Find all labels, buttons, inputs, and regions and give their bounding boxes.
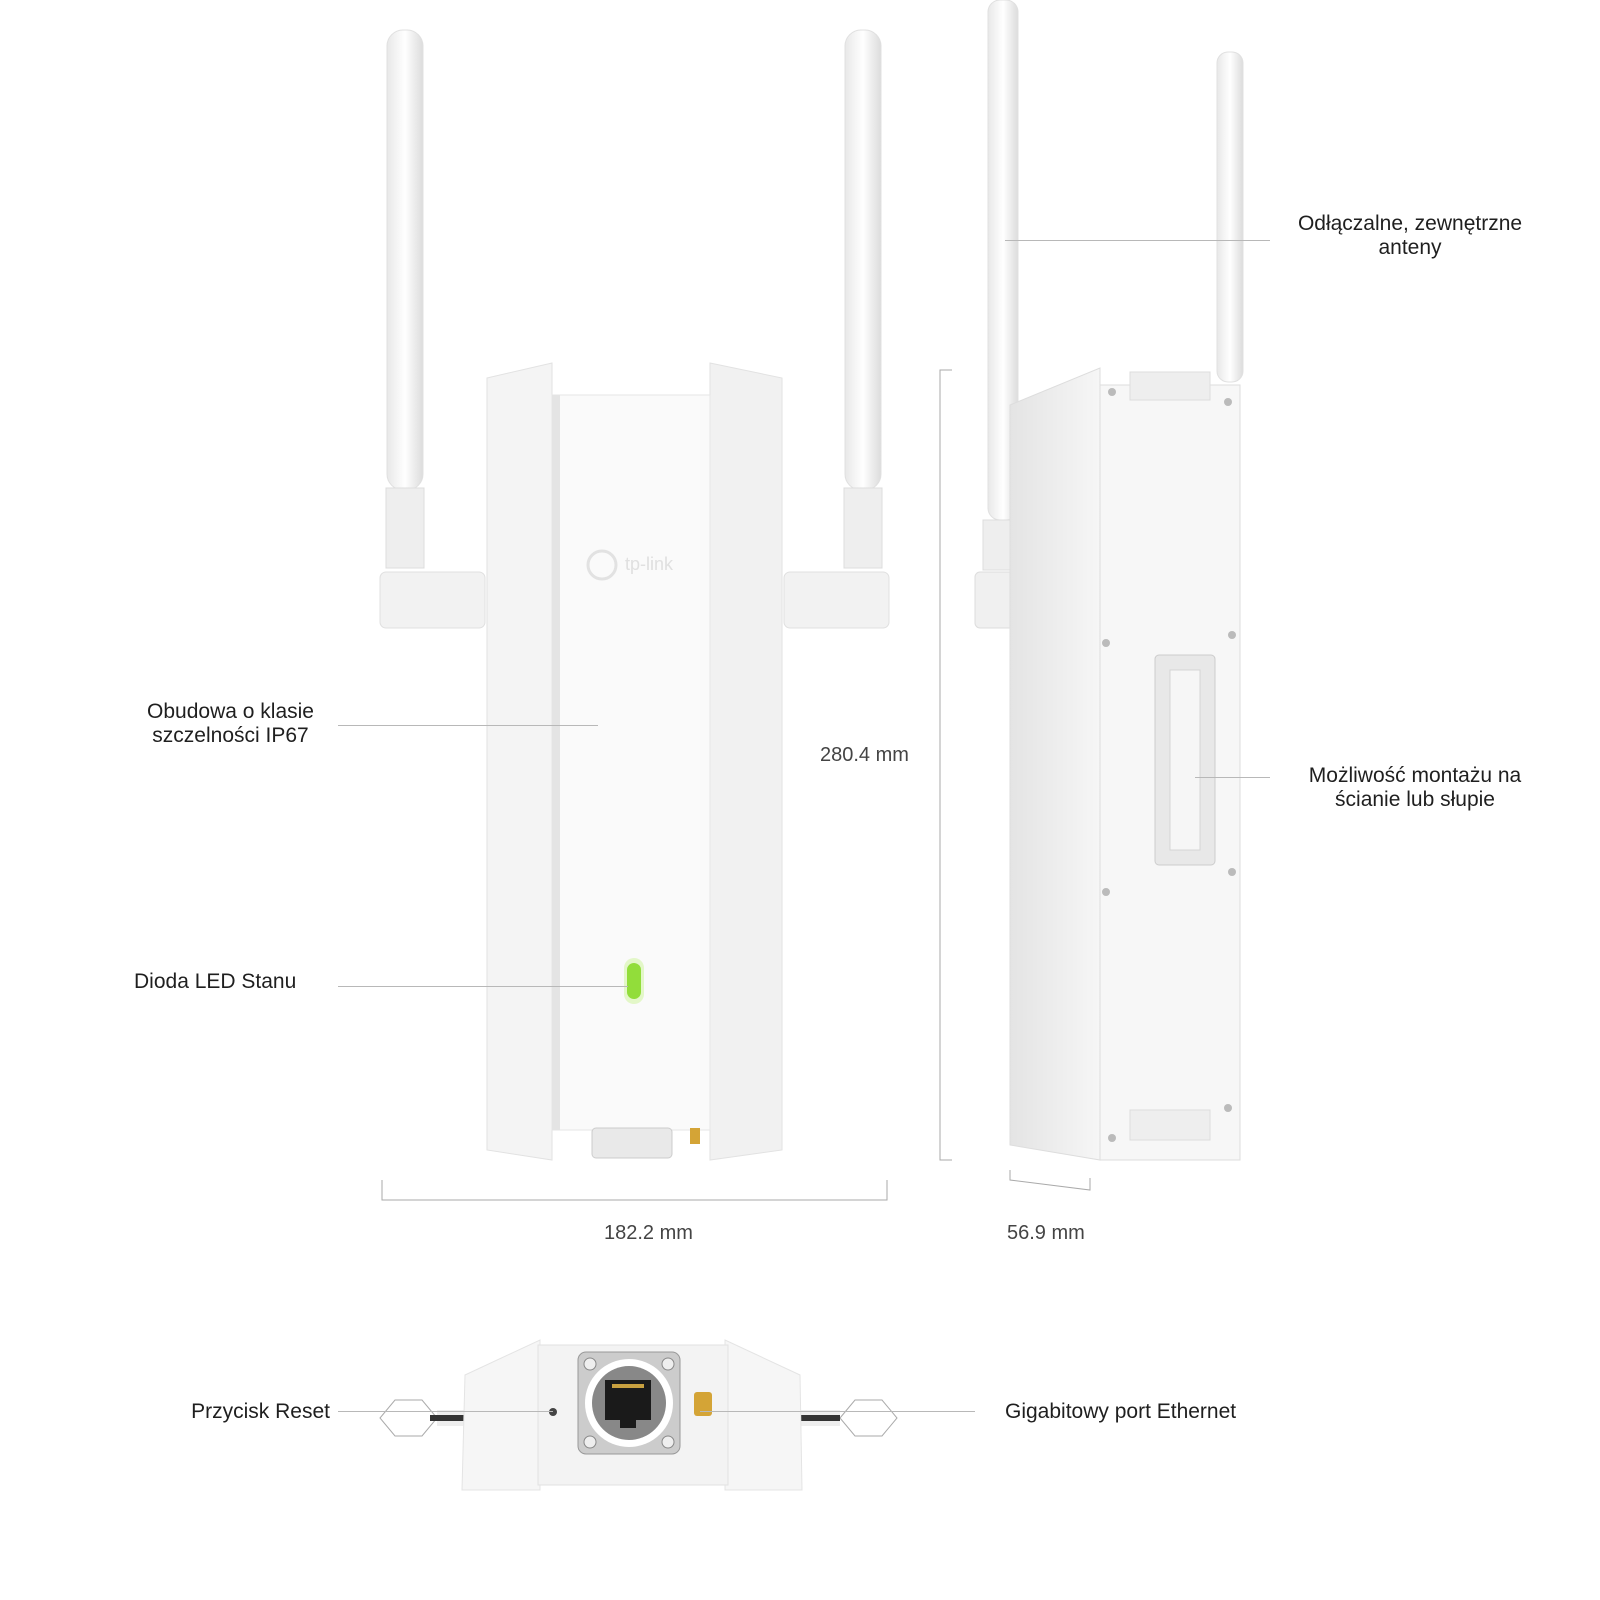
antenna-connector xyxy=(694,1392,712,1416)
front-body: tp-link xyxy=(486,362,783,1161)
dimension-height: 280.4 mm xyxy=(820,744,909,766)
dimension-width: 182.2 mm xyxy=(604,1222,693,1244)
label-enclosure: Obudowa o klasie szczelności IP67 xyxy=(147,700,314,747)
front-antenna-right xyxy=(783,29,890,629)
dimension-lines xyxy=(381,369,1091,1201)
reset-button xyxy=(549,1408,557,1416)
status-led xyxy=(627,963,641,999)
leader-enclosure xyxy=(338,725,598,726)
leader-reset xyxy=(338,1411,553,1412)
label-reset: Przycisk Reset xyxy=(191,1400,330,1423)
leader-mount xyxy=(1195,777,1270,778)
bottom-view xyxy=(379,1339,898,1491)
side-body xyxy=(1009,367,1241,1161)
leader-led xyxy=(338,986,628,987)
dimension-depth: 56.9 mm xyxy=(1007,1222,1085,1244)
label-antennas: Odłączalne, zewnętrzne anteny xyxy=(1297,212,1523,259)
label-led: Dioda LED Stanu xyxy=(134,970,297,993)
front-antenna-left xyxy=(379,29,486,629)
leader-ethernet xyxy=(700,1411,975,1412)
brand-logo: tp-link xyxy=(625,554,674,574)
label-mount: Możliwość montażu na ścianie lub słupie xyxy=(1308,764,1522,811)
label-ethernet: Gigabitowy port Ethernet xyxy=(1005,1400,1237,1423)
leader-antennas xyxy=(1005,240,1270,241)
